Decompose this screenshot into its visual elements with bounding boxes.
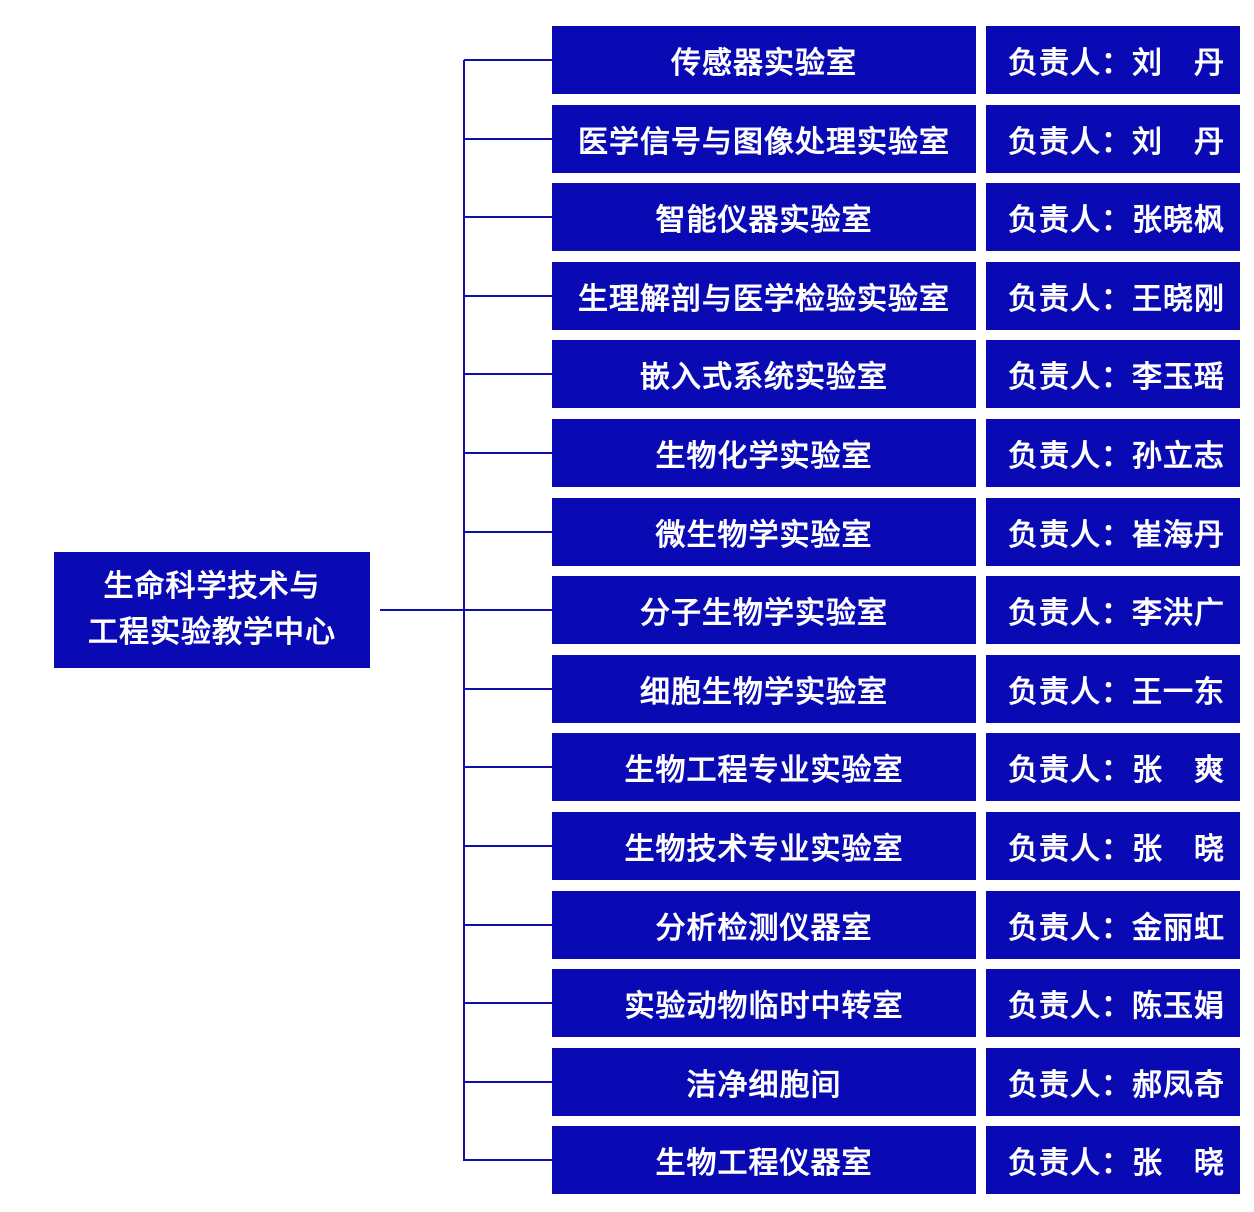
head-label: 负责人： bbox=[1008, 675, 1132, 710]
branch-line bbox=[464, 531, 552, 533]
head-name: 张晓枫 bbox=[1132, 203, 1225, 238]
root-node: 生命科学技术与 工程实验教学中心 bbox=[54, 552, 370, 668]
root-title-line1: 生命科学技术与 bbox=[103, 569, 321, 604]
head-name: 张 晓 bbox=[1132, 1146, 1225, 1181]
lab-node: 生物技术专业实验室 bbox=[552, 812, 976, 880]
head-name: 李洪广 bbox=[1132, 596, 1225, 631]
head-node: 负责人：张 晓 bbox=[986, 1126, 1240, 1194]
lab-name: 传感器实验室 bbox=[671, 46, 857, 81]
lab-name: 生理解剖与医学检验实验室 bbox=[578, 282, 950, 317]
head-label: 负责人： bbox=[1008, 596, 1132, 631]
lab-node: 嵌入式系统实验室 bbox=[552, 340, 976, 408]
head-name: 金丽虹 bbox=[1132, 911, 1225, 946]
root-title-line2: 工程实验教学中心 bbox=[88, 615, 336, 650]
lab-node: 传感器实验室 bbox=[552, 26, 976, 94]
head-name: 王晓刚 bbox=[1132, 282, 1225, 317]
branch-line bbox=[464, 138, 552, 140]
head-name: 李玉瑶 bbox=[1132, 360, 1225, 395]
head-label: 负责人： bbox=[1008, 989, 1132, 1024]
lab-node: 分析检测仪器室 bbox=[552, 891, 976, 959]
root-connector bbox=[380, 609, 464, 611]
head-label: 负责人： bbox=[1008, 282, 1132, 317]
head-name: 王一东 bbox=[1132, 675, 1225, 710]
head-node: 负责人：金丽虹 bbox=[986, 891, 1240, 959]
head-label: 负责人： bbox=[1008, 753, 1132, 788]
lab-name: 分子生物学实验室 bbox=[640, 596, 888, 631]
lab-node: 洁净细胞间 bbox=[552, 1048, 976, 1116]
branch-line bbox=[464, 1081, 552, 1083]
lab-node: 生理解剖与医学检验实验室 bbox=[552, 262, 976, 330]
head-label: 负责人： bbox=[1008, 518, 1132, 553]
lab-node: 细胞生物学实验室 bbox=[552, 655, 976, 723]
head-name: 张 爽 bbox=[1132, 753, 1225, 788]
head-node: 负责人：张 晓 bbox=[986, 812, 1240, 880]
head-node: 负责人：孙立志 bbox=[986, 419, 1240, 487]
head-label: 负责人： bbox=[1008, 125, 1132, 160]
branch-line bbox=[464, 1002, 552, 1004]
lab-name: 生物工程仪器室 bbox=[655, 1146, 873, 1181]
head-label: 负责人： bbox=[1008, 360, 1132, 395]
lab-name: 医学信号与图像处理实验室 bbox=[578, 125, 950, 160]
branch-line bbox=[464, 609, 552, 611]
head-node: 负责人：王一东 bbox=[986, 655, 1240, 723]
head-node: 负责人：刘 丹 bbox=[986, 26, 1240, 94]
branch-line bbox=[464, 59, 552, 61]
head-node: 负责人：郝凤奇 bbox=[986, 1048, 1240, 1116]
head-name: 刘 丹 bbox=[1132, 46, 1225, 81]
branch-line bbox=[464, 924, 552, 926]
lab-name: 生物化学实验室 bbox=[655, 439, 873, 474]
lab-name: 细胞生物学实验室 bbox=[640, 675, 888, 710]
head-label: 负责人： bbox=[1008, 46, 1132, 81]
lab-name: 生物技术专业实验室 bbox=[624, 832, 904, 867]
head-node: 负责人：李洪广 bbox=[986, 576, 1240, 644]
head-label: 负责人： bbox=[1008, 911, 1132, 946]
head-label: 负责人： bbox=[1008, 1068, 1132, 1103]
lab-name: 智能仪器实验室 bbox=[655, 203, 873, 238]
lab-node: 生物工程专业实验室 bbox=[552, 733, 976, 801]
lab-node: 实验动物临时中转室 bbox=[552, 969, 976, 1037]
branch-line bbox=[464, 688, 552, 690]
branch-line bbox=[464, 216, 552, 218]
branch-line bbox=[464, 452, 552, 454]
lab-name: 嵌入式系统实验室 bbox=[640, 360, 888, 395]
head-name: 陈玉娟 bbox=[1132, 989, 1225, 1024]
head-name: 郝凤奇 bbox=[1132, 1068, 1225, 1103]
head-name: 崔海丹 bbox=[1132, 518, 1225, 553]
head-node: 负责人：张晓枫 bbox=[986, 183, 1240, 251]
head-node: 负责人：刘 丹 bbox=[986, 105, 1240, 173]
lab-name: 实验动物临时中转室 bbox=[624, 989, 904, 1024]
head-node: 负责人：王晓刚 bbox=[986, 262, 1240, 330]
branch-line bbox=[464, 766, 552, 768]
branch-line bbox=[464, 1159, 552, 1161]
lab-node: 生物化学实验室 bbox=[552, 419, 976, 487]
head-label: 负责人： bbox=[1008, 1146, 1132, 1181]
head-node: 负责人：陈玉娟 bbox=[986, 969, 1240, 1037]
head-node: 负责人：李玉瑶 bbox=[986, 340, 1240, 408]
lab-node: 微生物学实验室 bbox=[552, 498, 976, 566]
lab-node: 分子生物学实验室 bbox=[552, 576, 976, 644]
head-label: 负责人： bbox=[1008, 439, 1132, 474]
head-node: 负责人：张 爽 bbox=[986, 733, 1240, 801]
head-name: 孙立志 bbox=[1132, 439, 1225, 474]
lab-name: 分析检测仪器室 bbox=[655, 911, 873, 946]
head-node: 负责人：崔海丹 bbox=[986, 498, 1240, 566]
head-name: 刘 丹 bbox=[1132, 125, 1225, 160]
branch-line bbox=[464, 295, 552, 297]
head-label: 负责人： bbox=[1008, 203, 1132, 238]
head-name: 张 晓 bbox=[1132, 832, 1225, 867]
lab-name: 生物工程专业实验室 bbox=[624, 753, 904, 788]
lab-name: 洁净细胞间 bbox=[686, 1068, 842, 1103]
lab-node: 医学信号与图像处理实验室 bbox=[552, 105, 976, 173]
branch-line bbox=[464, 845, 552, 847]
head-label: 负责人： bbox=[1008, 832, 1132, 867]
lab-node: 智能仪器实验室 bbox=[552, 183, 976, 251]
lab-name: 微生物学实验室 bbox=[655, 518, 873, 553]
branch-line bbox=[464, 373, 552, 375]
lab-node: 生物工程仪器室 bbox=[552, 1126, 976, 1194]
